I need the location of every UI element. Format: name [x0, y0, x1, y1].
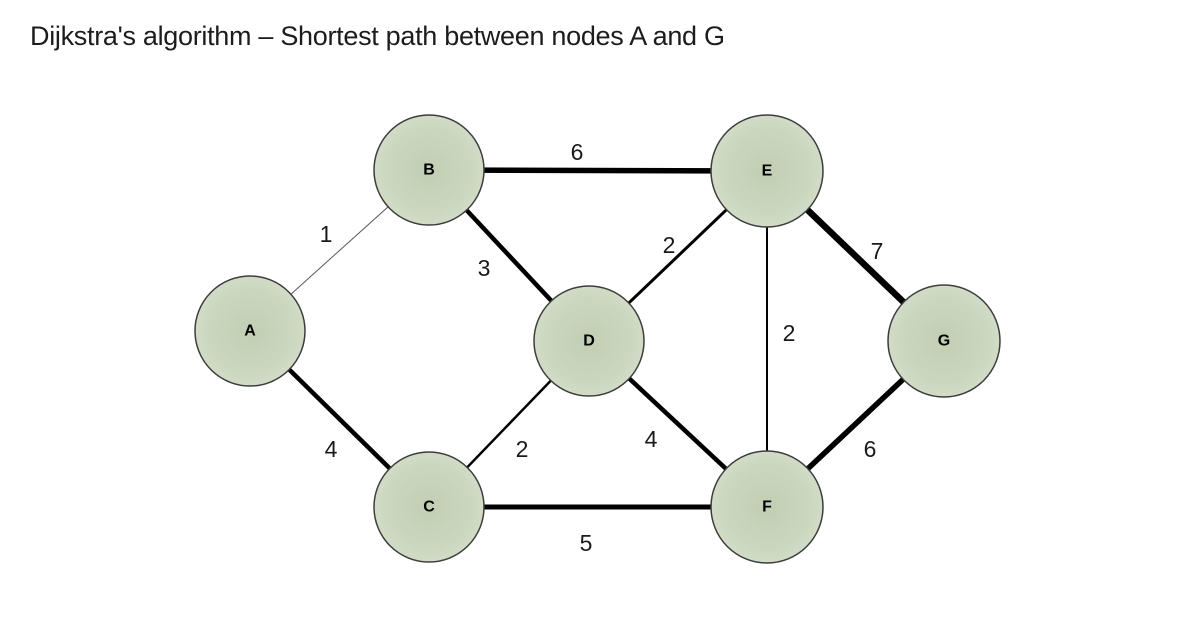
edge-weight-B-D: 3	[478, 255, 491, 281]
node-C	[373, 451, 485, 563]
node-label-D: D	[583, 333, 595, 350]
edge-weight-A-B: 1	[320, 221, 333, 247]
node-B	[373, 114, 485, 226]
node-G	[887, 284, 1001, 398]
node-label-G: G	[938, 333, 950, 350]
edge-weight-E-F: 2	[783, 320, 796, 346]
node-D	[533, 285, 645, 397]
node-E	[710, 114, 824, 228]
edge-weight-E-G: 7	[871, 238, 884, 264]
node-label-A: A	[244, 323, 256, 340]
edge-weight-C-F: 5	[580, 530, 593, 556]
edge-weight-C-D: 2	[516, 436, 529, 462]
node-label-F: F	[762, 499, 772, 516]
page-title: Dijkstra's algorithm – Shortest path bet…	[30, 21, 725, 51]
node-label-E: E	[762, 163, 773, 180]
edge-weight-B-E: 6	[571, 139, 584, 165]
node-label-C: C	[423, 499, 435, 516]
edge-weight-D-F: 4	[645, 426, 658, 452]
node-F	[710, 450, 824, 564]
edge-weight-F-G: 6	[864, 436, 877, 462]
node-A	[194, 275, 306, 387]
edge-weight-A-C: 4	[325, 436, 338, 462]
node-label-B: B	[423, 162, 435, 179]
edge-weight-D-E: 2	[663, 232, 676, 258]
